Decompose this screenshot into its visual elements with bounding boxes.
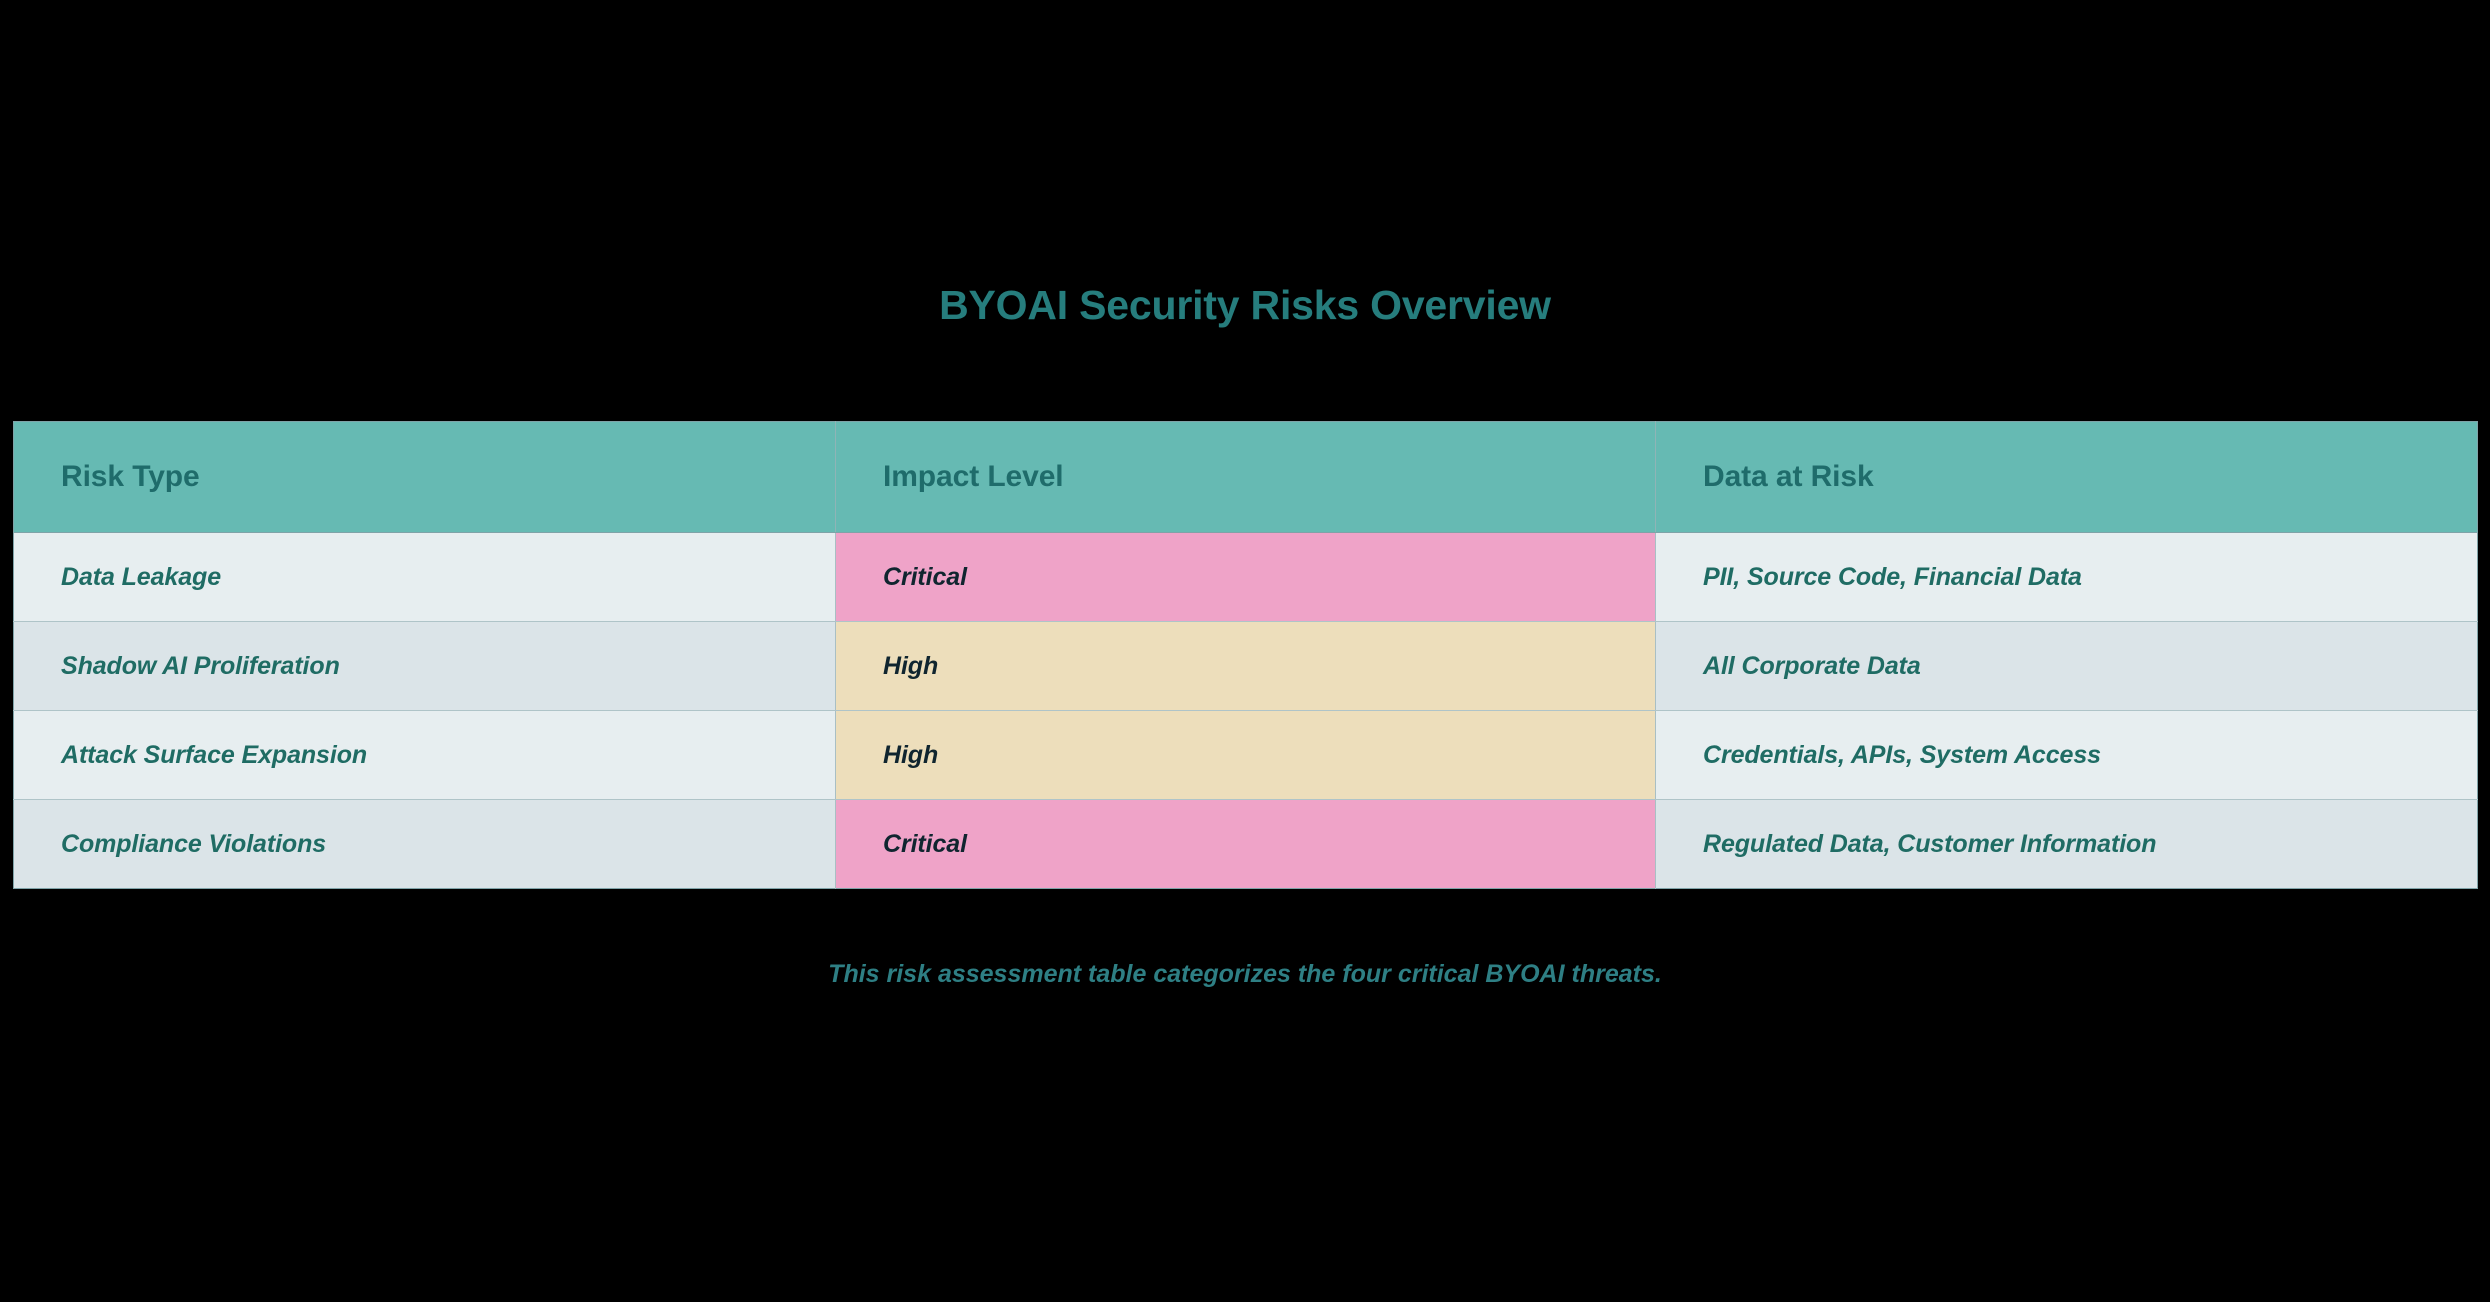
table-caption: This risk assessment table categorizes t…	[828, 960, 1662, 988]
cell-impact-level: High	[835, 621, 1656, 711]
column-header-data-at-risk[interactable]: Data at Risk	[1655, 421, 2478, 533]
cell-risk-type: Compliance Violations	[13, 799, 836, 889]
risk-assessment-table: Risk Type Impact Level Data at Risk Data…	[13, 421, 2478, 889]
cell-risk-type: Data Leakage	[13, 532, 836, 622]
table-header-row: Risk Type Impact Level Data at Risk	[13, 421, 2478, 533]
risk-table-container: Risk Type Impact Level Data at Risk Data…	[13, 421, 2478, 889]
cell-data-at-risk: Regulated Data, Customer Information	[1655, 799, 2478, 889]
column-header-risk-type[interactable]: Risk Type	[13, 421, 836, 533]
table-row: Attack Surface Expansion High Credential…	[13, 710, 2478, 800]
cell-risk-type: Shadow AI Proliferation	[13, 621, 836, 711]
cell-risk-type: Attack Surface Expansion	[13, 710, 836, 800]
cell-data-at-risk: PII, Source Code, Financial Data	[1655, 532, 2478, 622]
cell-impact-level: Critical	[835, 799, 1656, 889]
column-header-impact-level[interactable]: Impact Level	[835, 421, 1656, 533]
table-body: Data Leakage Critical PII, Source Code, …	[13, 532, 2478, 889]
cell-impact-level: Critical	[835, 532, 1656, 622]
cell-data-at-risk: Credentials, APIs, System Access	[1655, 710, 2478, 800]
cell-data-at-risk: All Corporate Data	[1655, 621, 2478, 711]
page-title: BYOAI Security Risks Overview	[939, 282, 1551, 328]
table-row: Data Leakage Critical PII, Source Code, …	[13, 532, 2478, 622]
table-header: Risk Type Impact Level Data at Risk	[13, 421, 2478, 533]
cell-impact-level: High	[835, 710, 1656, 800]
table-row: Compliance Violations Critical Regulated…	[13, 799, 2478, 889]
table-row: Shadow AI Proliferation High All Corpora…	[13, 621, 2478, 711]
